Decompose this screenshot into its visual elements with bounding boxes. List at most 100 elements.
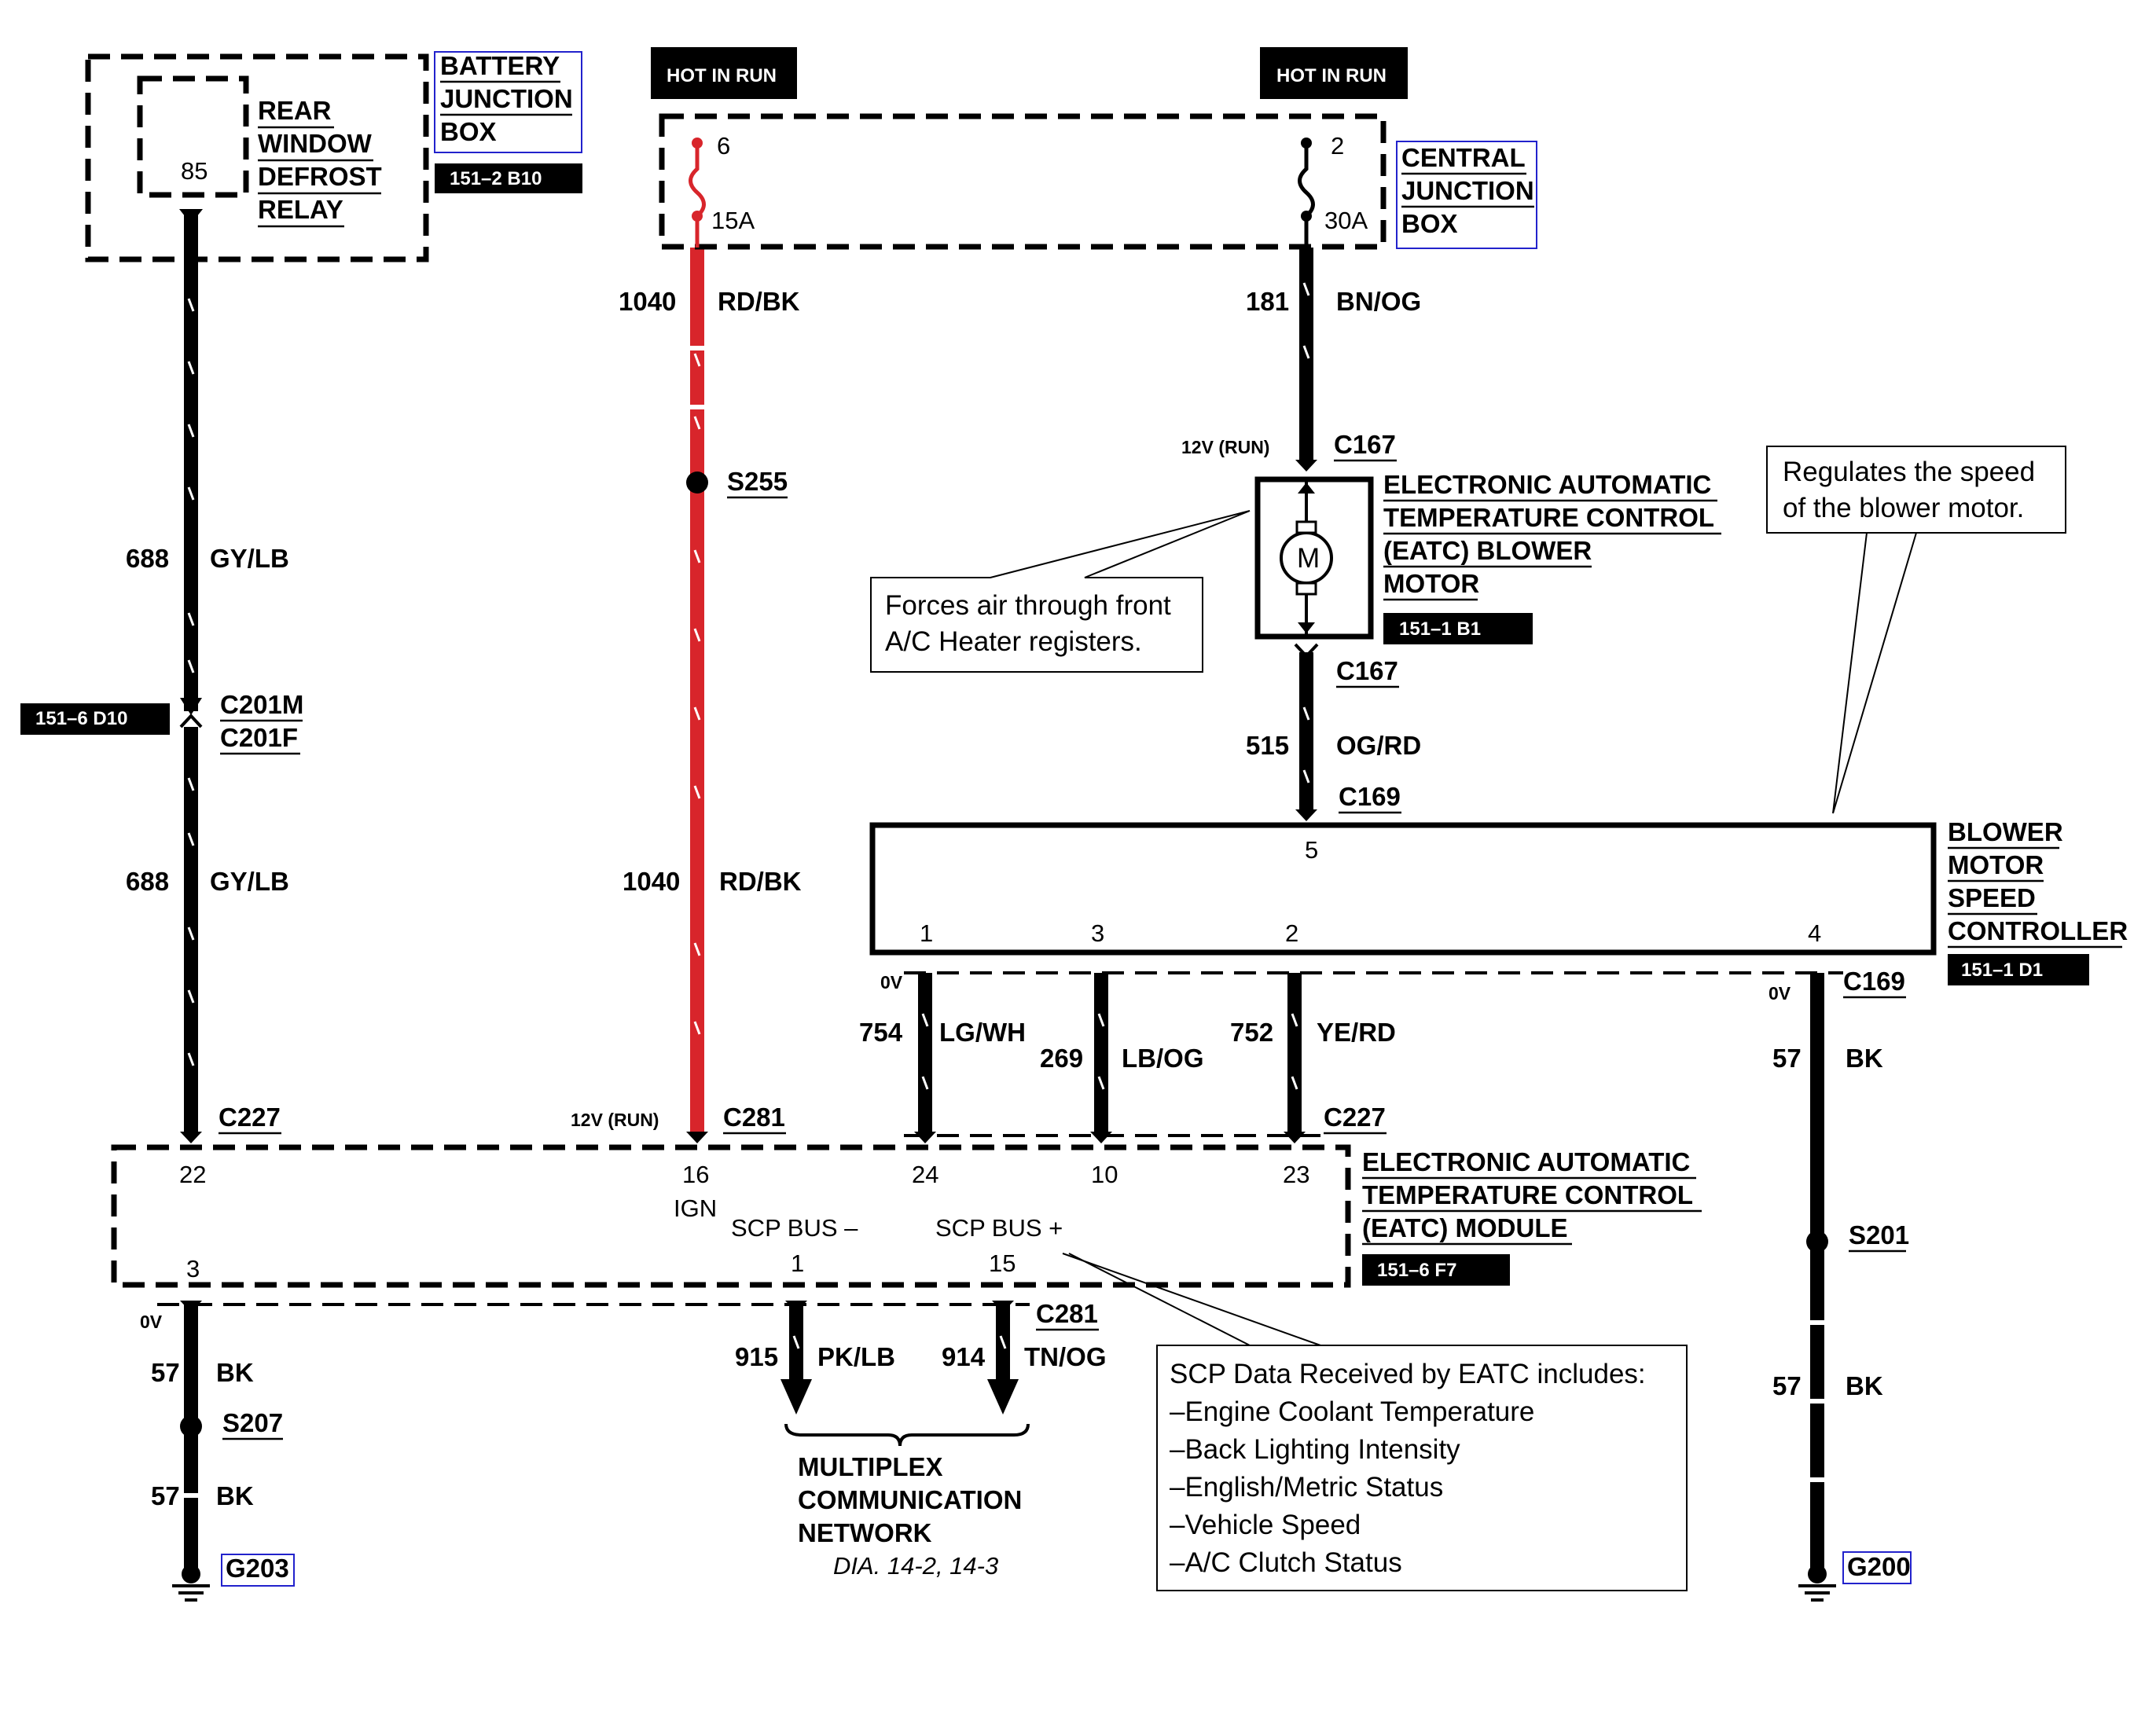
controller-note-line2: of the blower motor.	[1783, 493, 2024, 523]
battery-box-name-line2: JUNCTION	[440, 84, 573, 113]
fuse-30a-pin: 2	[1331, 132, 1344, 160]
battery-box-outline	[85, 53, 429, 262]
speed-controller-pin-3: 3	[1091, 919, 1104, 947]
ground-g200-link[interactable]	[1842, 1551, 1912, 1584]
speed-controller-box	[869, 822, 1937, 956]
wire-1040-lower-color: RD/BK	[719, 867, 802, 896]
battery-junction-box: 85 REAR WINDOW DEFROST RELAY BATTERY JUN…	[85, 51, 582, 262]
central-box-name-line1: CENTRAL	[1401, 143, 1526, 172]
connector-c281-bottom: C281	[1036, 1299, 1098, 1328]
wire-915-arrow-icon	[780, 1379, 812, 1415]
battery-box-name-line1: BATTERY	[440, 51, 560, 80]
speed-controller-name-line3: SPEED	[1948, 883, 2036, 912]
speed-controller-pin-1: 1	[920, 919, 933, 947]
fuse-15a-pin: 6	[717, 132, 730, 160]
scp-note-line4: –English/Metric Status	[1170, 1472, 1443, 1503]
c167-bottom-terminal	[1294, 643, 1319, 659]
eatc-module-outline	[111, 1144, 1351, 1288]
wire-181-circuit: 181	[1246, 287, 1289, 316]
ground-g203-label: G203	[226, 1554, 289, 1583]
wire-57-right-upper-color: BK	[1846, 1044, 1883, 1073]
multiplex-diagram-ref[interactable]: DIA. 14-2, 14-3	[833, 1552, 998, 1580]
scp-note-line5: –Vehicle Speed	[1170, 1510, 1361, 1540]
c201-female-terminal	[179, 714, 203, 728]
module-pin-23: 23	[1283, 1161, 1309, 1188]
module-name-line1: ELECTRONIC AUTOMATIC	[1362, 1147, 1690, 1176]
blower-motor-ref: 151–1 B1	[1399, 618, 1481, 640]
voltage-0v-controller-left: 0V	[880, 972, 903, 993]
wire-269-color: LB/OG	[1122, 1044, 1204, 1073]
wire-915-color: PK/LB	[817, 1342, 895, 1371]
relay-pin-terminal	[179, 209, 203, 224]
module-name-line2: TEMPERATURE CONTROL	[1362, 1180, 1693, 1209]
voltage-0v-controller-right: 0V	[1769, 983, 1791, 1004]
wire-1040-upper-circuit: 1040	[619, 287, 676, 316]
blower-motor-name-line2: TEMPERATURE CONTROL	[1383, 503, 1714, 532]
module-pin-24: 24	[912, 1161, 938, 1188]
multiplex-brace	[784, 1423, 1030, 1447]
connector-c227-right: C227	[1324, 1103, 1386, 1132]
module-ref: 151–6 F7	[1377, 1260, 1456, 1281]
connector-c167-bottom: C167	[1336, 656, 1398, 685]
ground-g203-link[interactable]	[221, 1554, 295, 1587]
battery-box-link[interactable]	[434, 51, 582, 153]
multiplex-line3: NETWORK	[798, 1518, 932, 1547]
battery-box-name-line3: BOX	[440, 117, 497, 146]
eatc-module: 22 16 24 10 23 IGN SCP BUS – SCP BUS + 3…	[111, 1132, 1351, 1288]
speed-controller-pin-2: 2	[1285, 919, 1298, 947]
controller-note-line1: Regulates the speed	[1783, 457, 2035, 487]
blower-motor-name-line1: ELECTRONIC AUTOMATIC	[1383, 470, 1711, 499]
fuse-15a-icon	[689, 143, 706, 248]
splice-s255-label: S255	[727, 467, 788, 496]
fuse-30a-icon	[1298, 143, 1315, 248]
central-junction-box: 6 15A 2 30A CENTRAL JUNCTION BOX	[659, 113, 1537, 250]
connector-c169-right: C169	[1843, 967, 1905, 996]
controller-note-leader	[1832, 532, 1917, 814]
wire-688-lower-circuit: 688	[126, 867, 169, 896]
relay-pin-85: 85	[181, 157, 208, 185]
voltage-12v-run-blower: 12V (RUN)	[1181, 437, 1269, 457]
speed-controller-name-line1: BLOWER	[1948, 817, 2063, 846]
hot-in-run-left: HOT IN RUN	[667, 65, 777, 86]
wire-breaks	[183, 346, 1825, 1498]
wire-1040-lower-circuit: 1040	[623, 867, 680, 896]
ref-151-6-d10-tag	[20, 703, 170, 735]
wire-57-right-lower-color: BK	[1846, 1371, 1883, 1400]
splice-s255	[686, 472, 708, 494]
connector-c201m: C201M	[220, 690, 303, 719]
central-box-outline	[659, 113, 1387, 250]
wire-754-circuit: 754	[859, 1018, 903, 1047]
wire-515-circuit: 515	[1246, 731, 1289, 760]
wire-914-color: TN/OG	[1024, 1342, 1107, 1371]
relay-label-line1: REAR	[258, 96, 332, 125]
splice-s201	[1806, 1231, 1828, 1253]
wire-914-circuit: 914	[942, 1342, 986, 1371]
fuse-30a-rating: 30A	[1324, 207, 1368, 234]
wire-688-lower-color: GY/LB	[210, 867, 289, 896]
fuse-15a-rating: 15A	[711, 207, 755, 234]
hot-in-run-tag-left	[651, 47, 797, 99]
multiplex-line2: COMMUNICATION	[798, 1485, 1022, 1514]
speed-controller-pin-4: 4	[1808, 919, 1821, 947]
connector-c201f: C201F	[220, 723, 298, 752]
central-box-name-line2: JUNCTION	[1401, 176, 1534, 205]
wire-754-color: LG/WH	[939, 1018, 1026, 1047]
scp-note-line2: –Engine Coolant Temperature	[1170, 1396, 1534, 1427]
wire-1040-upper-color: RD/BK	[718, 287, 800, 316]
relay-label-line3: DEFROST	[258, 162, 382, 191]
module-ign: IGN	[674, 1194, 717, 1222]
ground-g200-label: G200	[1847, 1552, 1911, 1581]
wire-57-left-upper-color: BK	[216, 1358, 254, 1387]
ground-g200-icon	[1798, 1565, 1836, 1602]
central-box-name-line3: BOX	[1401, 209, 1458, 238]
relay-label-line4: RELAY	[258, 195, 343, 224]
central-box-link[interactable]	[1396, 141, 1537, 249]
c169-top-terminal	[1295, 809, 1317, 821]
module-pin-22: 22	[179, 1161, 206, 1188]
wire-57-left-lower-circuit: 57	[151, 1481, 180, 1510]
battery-box-ref-tag	[435, 163, 582, 193]
wire-layer	[183, 211, 1825, 1576]
ref-151-6-d10: 151–6 D10	[35, 708, 127, 729]
scp-note-line6: –A/C Clutch Status	[1170, 1547, 1402, 1578]
connector-c169-top: C169	[1339, 782, 1401, 811]
